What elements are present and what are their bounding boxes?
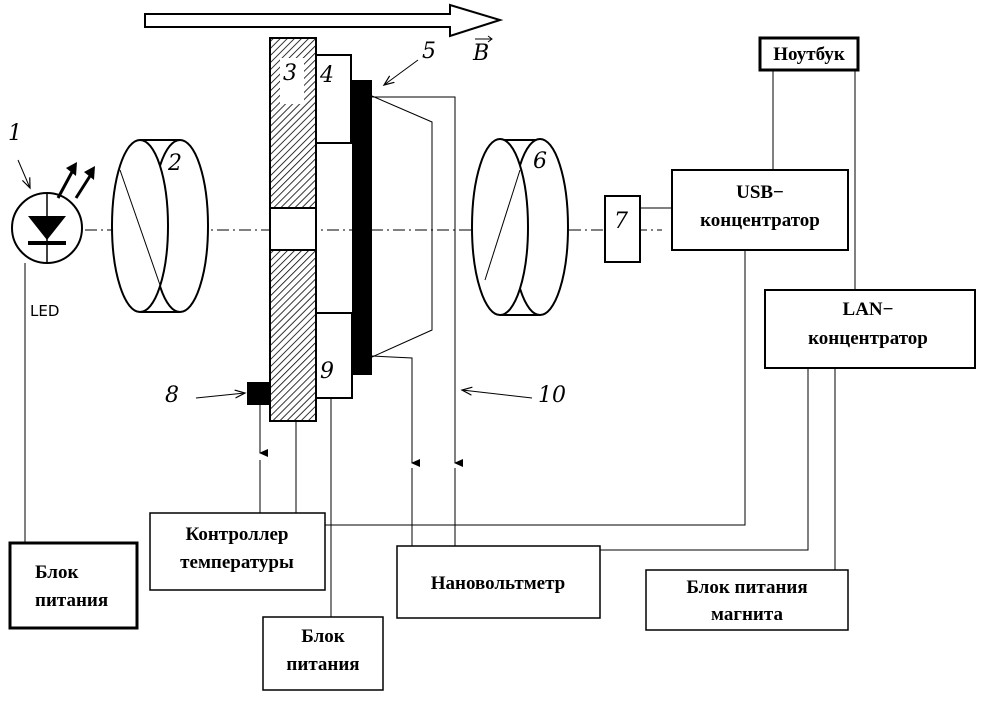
lens-in-label: 2 xyxy=(167,151,182,176)
magnet-power-supply-box: Блок питания магнита xyxy=(645,569,849,631)
svg-text:питания: питания xyxy=(286,654,359,675)
output-lens xyxy=(471,138,569,316)
sample-5 xyxy=(352,80,372,375)
element7-label: 7 xyxy=(614,209,628,234)
element5-label: 5 xyxy=(422,39,436,64)
led-number-label: 1 xyxy=(8,121,22,146)
svg-text:USB−: USB− xyxy=(736,182,784,203)
led-label: LED xyxy=(30,302,59,320)
input-lens xyxy=(111,139,209,313)
svg-text:Блок: Блок xyxy=(301,626,344,647)
laptop-box: Ноутбук xyxy=(758,36,860,72)
lens-out-label: 6 xyxy=(533,149,547,174)
plate-label: 3 xyxy=(283,61,297,86)
svg-text:температуры: температуры xyxy=(180,552,294,573)
svg-text:LAN−: LAN− xyxy=(843,299,894,320)
element-9 xyxy=(315,312,353,399)
svg-text:Блок питания: Блок питания xyxy=(686,577,807,598)
led-icon xyxy=(11,162,95,264)
svg-text:Ноутбук: Ноутбук xyxy=(773,44,845,65)
svg-text:концентратор: концентратор xyxy=(700,210,820,231)
usb-hub-box: USB− концентратор xyxy=(671,169,849,251)
field-label: B xyxy=(472,41,489,66)
element4-label: 4 xyxy=(319,63,334,88)
svg-text:Блок: Блок xyxy=(35,562,78,583)
nanovoltmeter-box: Нановольтметр xyxy=(396,545,601,619)
heater-power-supply-box: Блок питания xyxy=(262,616,384,691)
temperature-sensor-8 xyxy=(247,382,270,405)
svg-text:питания: питания xyxy=(35,590,108,611)
sensor8-label: 8 xyxy=(165,383,179,408)
svg-text:Контроллер: Контроллер xyxy=(186,524,289,545)
photodetector-7 xyxy=(604,195,641,263)
svg-text:концентратор: концентратор xyxy=(808,328,928,349)
svg-text:магнита: магнита xyxy=(711,604,783,625)
vector-arrow-icon xyxy=(475,35,493,43)
lan-hub-box: LAN− концентратор xyxy=(764,289,976,369)
element10-label: 10 xyxy=(538,383,566,408)
element9-label: 9 xyxy=(320,359,334,384)
optical-window xyxy=(269,207,317,251)
magnetic-field-arrow xyxy=(144,3,504,38)
led-power-supply-box: Блок питания xyxy=(8,541,139,630)
svg-text:Нановольтметр: Нановольтметр xyxy=(431,573,565,594)
temperature-controller-box: Контроллер температуры xyxy=(149,512,326,591)
element-4 xyxy=(315,54,352,144)
